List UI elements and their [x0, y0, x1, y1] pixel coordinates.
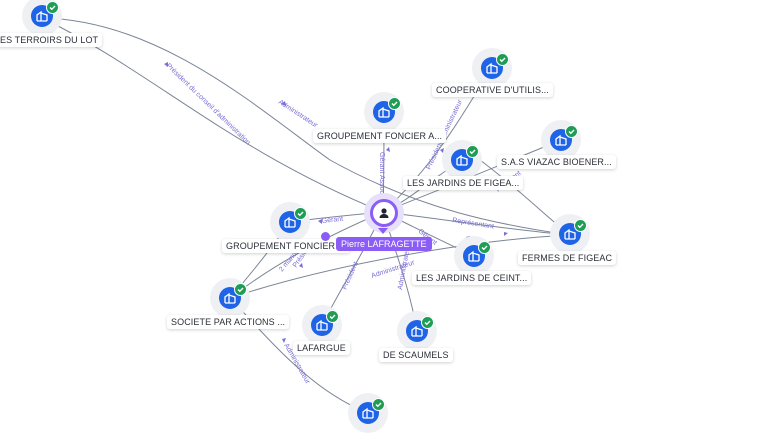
node-label-cooperative[interactable]: COOPERATIVE D'UTILIS... — [432, 83, 553, 97]
node-label-jardins-figeac[interactable]: LES JARDINS DE FIGEA... — [403, 176, 524, 190]
person-node[interactable] — [364, 193, 404, 233]
edge-fermes — [382, 211, 571, 236]
verified-check-icon — [326, 310, 339, 323]
company-node-jardins-figeac[interactable] — [442, 140, 482, 180]
node-label-gf2[interactable]: GROUPEMENT FONCIER ... — [222, 239, 350, 253]
edge-terroirs-fermes — [41, 17, 571, 236]
arrow-tip — [281, 101, 286, 106]
user-icon — [370, 199, 398, 227]
verified-check-icon — [496, 53, 509, 66]
verified-check-icon — [466, 145, 479, 158]
company-node-fermes[interactable] — [550, 214, 590, 254]
company-node-lafargue[interactable] — [302, 305, 342, 345]
edge-spa-bottom — [229, 297, 369, 414]
arrow-tip — [386, 147, 390, 152]
node-label-viazac[interactable]: S.A.S VIAZAC BIOENER... — [497, 155, 616, 169]
person-pin — [378, 228, 388, 234]
node-label-terroirs[interactable]: ES TERROIRS DU LOT — [0, 33, 103, 47]
verified-check-icon — [294, 207, 307, 220]
company-node-gf2[interactable] — [270, 202, 310, 242]
edge-label-spa-admin: Administrateur — [370, 259, 416, 280]
arrow-tip — [164, 62, 168, 67]
verified-check-icon — [565, 125, 578, 138]
arrow-tip — [299, 263, 303, 268]
edge-label-fermes: Représentant — [452, 217, 495, 230]
verified-check-icon — [478, 241, 491, 254]
edge-label-lafargue: Président — [341, 261, 359, 291]
verified-check-icon — [46, 1, 59, 14]
edge-spa-fermes — [229, 234, 571, 299]
verified-check-icon — [234, 283, 247, 296]
node-label-lafargue[interactable]: LAFARGUE — [293, 341, 350, 355]
edge-label-gf1-1: Gérant Associé — [378, 152, 385, 200]
edge-label-terroirs: Président du conseil d'administration — [165, 62, 252, 146]
node-label-gf1[interactable]: GROUPEMENT FONCIER A... — [313, 129, 447, 143]
edge-terroirs — [41, 17, 384, 213]
verified-check-icon — [372, 398, 385, 411]
company-node-terroirs[interactable] — [22, 0, 62, 36]
verified-check-icon — [388, 97, 401, 110]
node-label-fermes[interactable]: FERMES DE FIGEAC — [518, 251, 617, 265]
node-label-spa[interactable]: SOCIETE PAR ACTIONS ... — [167, 315, 290, 329]
company-node-viazac[interactable] — [541, 120, 581, 160]
arrow-tip — [504, 232, 508, 236]
person-name-label[interactable]: Pierre LAFRAGETTE — [336, 237, 432, 251]
mandate-badge — [321, 232, 330, 241]
verified-check-icon — [574, 219, 587, 232]
company-node-bottom[interactable] — [348, 393, 388, 433]
company-node-gf1[interactable] — [364, 92, 404, 132]
node-label-jardins-ceint[interactable]: LES JARDINS DE CEINT... — [412, 271, 532, 285]
arrow-tip — [318, 219, 322, 224]
verified-check-icon — [421, 316, 434, 329]
company-node-spa[interactable] — [210, 278, 250, 318]
company-node-jardins-ceint[interactable] — [454, 236, 494, 276]
arrow-tip — [282, 338, 286, 343]
edge-label-gf2: Gérant — [321, 216, 343, 225]
node-label-scaumels[interactable]: DE SCAUMELS — [379, 348, 453, 362]
company-node-cooperative[interactable] — [472, 48, 512, 88]
company-node-scaumels[interactable] — [397, 311, 437, 351]
